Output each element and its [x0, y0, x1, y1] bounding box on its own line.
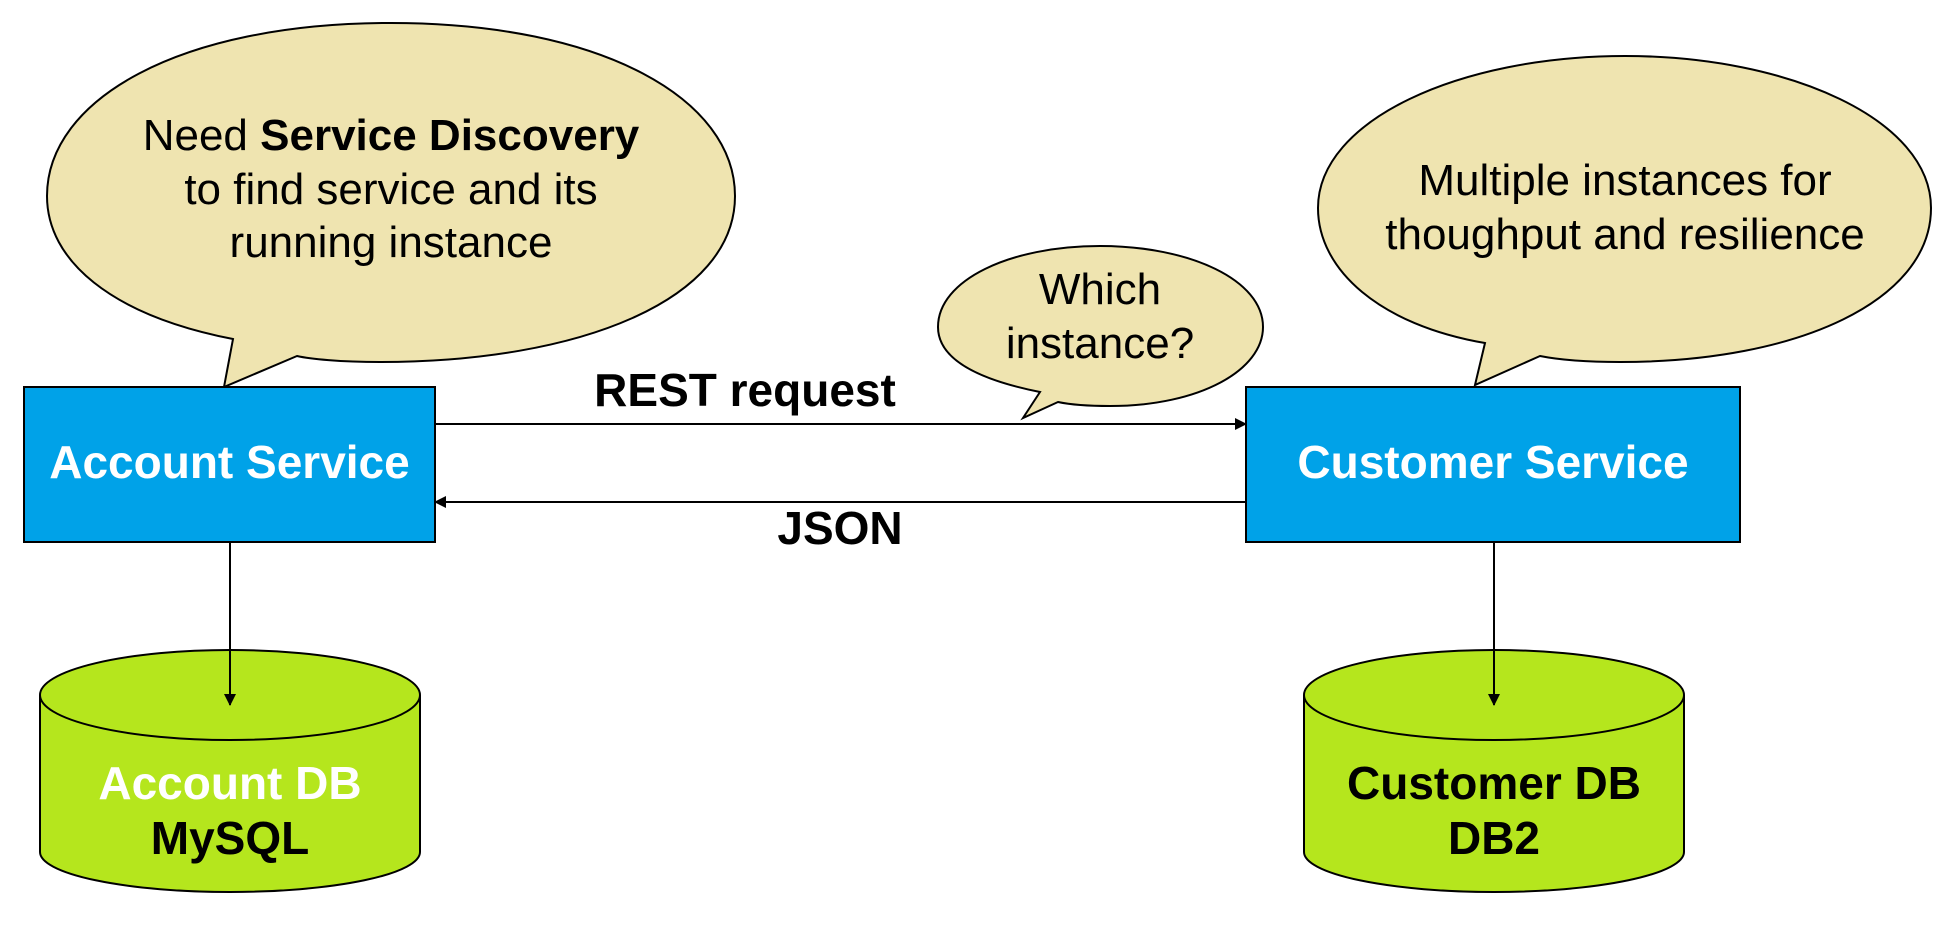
multiple-instances-line-2: thoughput and resilience: [1385, 209, 1865, 259]
account-db-engine: MySQL: [150, 812, 310, 865]
customer-service-box: [1245, 386, 1741, 543]
service-discovery-emphasis: Service Discovery: [260, 111, 640, 160]
customer-service-label: Customer Service: [1297, 436, 1689, 488]
which-instance-speech-bubble: [936, 244, 1265, 421]
account-db-text: Account DB MySQL: [40, 756, 420, 866]
account-service-box: [23, 386, 436, 543]
customer-db-text: Customer DB DB2: [1304, 756, 1684, 866]
which-instance-line-2: instance?: [1005, 318, 1195, 368]
discovery-line-1: Need Service Discovery: [91, 109, 691, 163]
account-service-label: Account Service: [49, 436, 410, 488]
discovery-line-3: running instance: [229, 218, 553, 268]
customer-db-name: Customer DB: [1347, 757, 1641, 809]
rest-request-label: REST request: [594, 364, 896, 416]
customer-db-engine: DB2: [1447, 812, 1541, 865]
discovery-prefix: Need: [142, 111, 248, 160]
multiple-instances-line-1: Multiple instances for: [1418, 156, 1832, 205]
discovery-bubble-text: Need Service Discovery to find service a…: [91, 109, 691, 270]
which-instance-bubble-text: Which instance?: [960, 263, 1240, 370]
discovery-speech-bubble: [45, 21, 737, 389]
multiple-instances-bubble-text: Multiple instances for thoughput and res…: [1335, 154, 1915, 261]
account-db-name: Account DB: [98, 757, 362, 809]
json-label: JSON: [777, 502, 903, 554]
discovery-line-2: to find service and its: [184, 164, 598, 214]
multiple-instances-speech-bubble: [1316, 54, 1933, 387]
which-instance-line-1: Which: [1038, 265, 1162, 314]
